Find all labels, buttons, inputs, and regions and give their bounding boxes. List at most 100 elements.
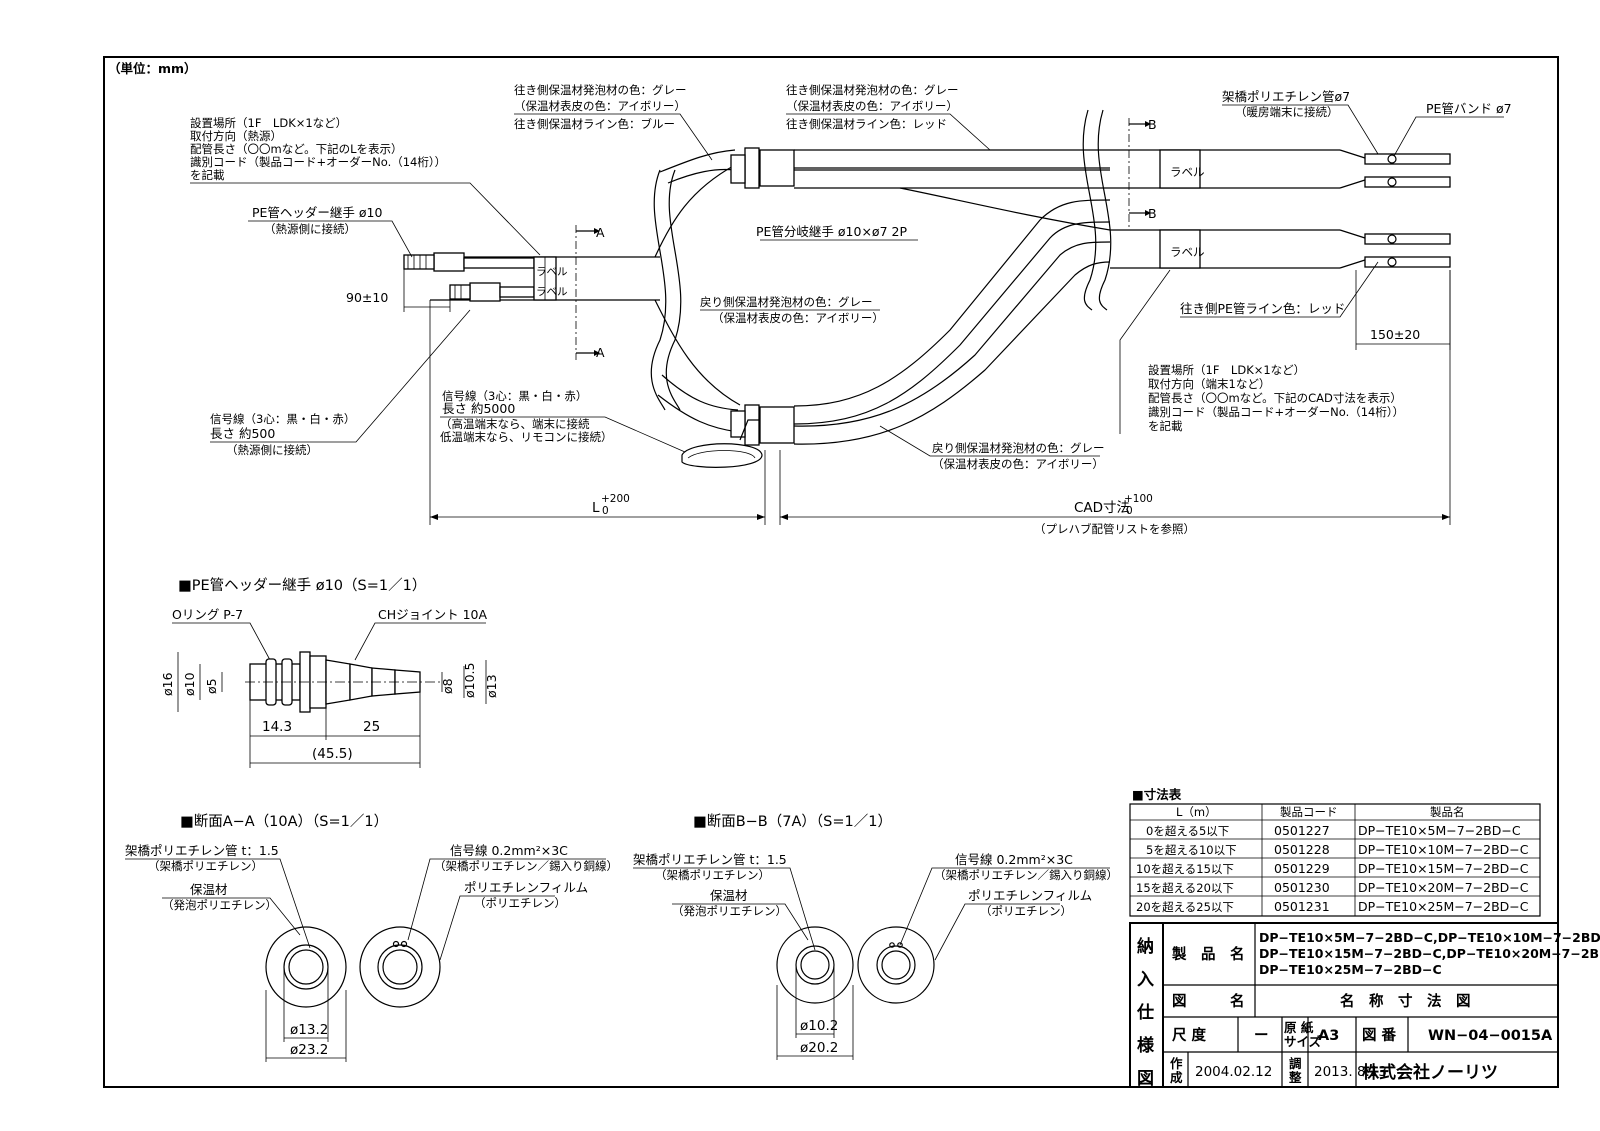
svg-text:A: A xyxy=(596,345,605,360)
svg-text:製品コード: 製品コード xyxy=(1280,805,1338,819)
dim-L: L xyxy=(592,500,600,516)
svg-text:設置場所（1F LDK×1など）: 設置場所（1F LDK×1など） xyxy=(1148,363,1305,377)
svg-text:仕: 仕 xyxy=(1136,1002,1154,1023)
svg-text:PE管バンド ø7: PE管バンド ø7 xyxy=(1426,101,1512,116)
signal-cable-coil xyxy=(681,443,763,468)
table-row: 0を超える5以下 xyxy=(1146,824,1229,838)
svg-text:DP−TE10×10M−7−2BD−C: DP−TE10×10M−7−2BD−C xyxy=(1358,842,1529,857)
label-tag-right-upper xyxy=(1159,149,1201,189)
svg-text:0: 0 xyxy=(1126,505,1133,517)
svg-text:尺 度: 尺 度 xyxy=(1172,1026,1207,1044)
section-aa: ■断面A−A（10A）（S=1／1） 架橋ポリエチレン管 t：1.5 （架橋ポリ… xyxy=(125,813,618,1062)
svg-text:A: A xyxy=(596,225,605,240)
svg-text:ラベル: ラベル xyxy=(1170,165,1205,179)
svg-text:長さ 約5000: 長さ 約5000 xyxy=(442,401,515,416)
svg-text:製 品 名: 製 品 名 xyxy=(1171,945,1245,963)
svg-text:信号線 0.2mm²×3C: 信号線 0.2mm²×3C xyxy=(955,852,1073,867)
svg-text:ø23.2: ø23.2 xyxy=(290,1042,328,1058)
svg-text:ポリエチレンフィルム: ポリエチレンフィルム xyxy=(968,888,1092,903)
svg-text:DP−TE10×15M−7−2BD−C: DP−TE10×15M−7−2BD−C xyxy=(1358,861,1529,876)
dim-cad: CAD寸法 xyxy=(1074,500,1130,516)
product-name-line: DP−TE10×15M−7−2BD−C,DP−TE10×20M−7−2BD−C xyxy=(1259,946,1600,961)
svg-text:0501230: 0501230 xyxy=(1274,880,1330,895)
svg-text:取付方向（端末1など）: 取付方向（端末1など） xyxy=(1148,377,1270,391)
svg-text:ø13.2: ø13.2 xyxy=(290,1022,328,1038)
table-row: 10を超える15以下 xyxy=(1136,862,1234,876)
drawing-name: 名 称 寸 法 図 xyxy=(1340,992,1471,1010)
svg-text:整: 整 xyxy=(1289,1070,1302,1085)
pipe-section-a-right xyxy=(359,926,441,1008)
svg-text:（プレハブ配管リストを参照）: （プレハブ配管リストを参照） xyxy=(1034,522,1195,536)
svg-text:ø16: ø16 xyxy=(160,672,175,696)
svg-text:（暖房端末に接続）: （暖房端末に接続） xyxy=(1235,105,1339,119)
svg-text:ø10.5: ø10.5 xyxy=(462,663,477,698)
svg-text:を記載: を記載 xyxy=(1148,419,1183,433)
svg-text:成: 成 xyxy=(1170,1070,1183,1085)
section-bb: ■断面B−B（7A）（S=1／1） 架橋ポリエチレン管 t：1.5 （架橋ポリエ… xyxy=(633,813,1118,1060)
svg-text:Oリング P-7: Oリング P-7 xyxy=(172,607,243,622)
svg-text:■PE管ヘッダー継手 ø10（S=1／1）: ■PE管ヘッダー継手 ø10（S=1／1） xyxy=(178,577,426,594)
dimension-table: ■寸法表 L（m） 製品コード 製品名 0を超える5以下 0501227 DP−… xyxy=(1129,787,1541,917)
svg-text:図: 図 xyxy=(1137,1069,1154,1089)
svg-text:作: 作 xyxy=(1170,1056,1183,1071)
label-tag-right-lower xyxy=(1159,229,1201,269)
svg-text:長さ 約500: 長さ 約500 xyxy=(210,426,275,441)
svg-text:取付方向（熱源）: 取付方向（熱源） xyxy=(190,129,282,143)
svg-text:原 紙: 原 紙 xyxy=(1284,1020,1314,1035)
svg-text:PE管分岐継手 ø10×ø7 2P: PE管分岐継手 ø10×ø7 2P xyxy=(756,224,907,239)
svg-text:DP−TE10×25M−7−2BD−C: DP−TE10×25M−7−2BD−C xyxy=(1358,899,1529,914)
table-row: 15を超える20以下 xyxy=(1136,881,1234,895)
svg-text:（架橋ポリエチレン／錫入り銅線）: （架橋ポリエチレン／錫入り銅線） xyxy=(434,859,618,873)
drawing-border xyxy=(103,56,1559,1088)
svg-text:■断面A−A（10A）（S=1／1）: ■断面A−A（10A）（S=1／1） xyxy=(180,813,388,830)
svg-text:戻り側保温材発泡材の色：グレー: 戻り側保温材発泡材の色：グレー xyxy=(932,441,1105,455)
svg-text:+100: +100 xyxy=(1124,493,1153,505)
svg-text:ラベル: ラベル xyxy=(536,266,568,278)
svg-text:B: B xyxy=(1148,117,1157,132)
svg-text:（発泡ポリエチレン）: （発泡ポリエチレン） xyxy=(672,904,787,918)
svg-text:0501228: 0501228 xyxy=(1274,842,1330,857)
svg-text:ラベル: ラベル xyxy=(1170,245,1205,259)
svg-text:（ポリエチレン）: （ポリエチレン） xyxy=(980,904,1072,918)
svg-text:設置場所（1F LDK×1など）: 設置場所（1F LDK×1など） xyxy=(190,116,347,130)
svg-text:往き側PE管ライン色：レッド: 往き側PE管ライン色：レッド xyxy=(1180,301,1345,316)
branch-joint-upper xyxy=(759,149,795,187)
drawing-number: WN−04−0015A xyxy=(1428,1028,1553,1044)
svg-text:ø10.2: ø10.2 xyxy=(800,1018,838,1034)
pipe-section-b-right xyxy=(857,926,935,1004)
svg-text:信号線 0.2mm²×3C: 信号線 0.2mm²×3C xyxy=(450,843,568,858)
svg-text:往き側保温材ライン色：レッド: 往き側保温材ライン色：レッド xyxy=(786,117,947,131)
svg-text:ø13: ø13 xyxy=(484,674,499,698)
break-line-left xyxy=(650,169,667,411)
svg-text:調: 調 xyxy=(1289,1056,1302,1071)
svg-text:図 名: 図 名 xyxy=(1172,992,1245,1010)
svg-text:（保温材表皮の色：アイボリー）: （保温材表皮の色：アイボリー） xyxy=(786,99,958,113)
branch-joint-lower xyxy=(759,406,795,444)
svg-text:往き側保温材ライン色：ブルー: 往き側保温材ライン色：ブルー xyxy=(514,117,675,131)
svg-text:0501229: 0501229 xyxy=(1274,861,1330,876)
svg-text:サイズ: サイズ xyxy=(1284,1034,1322,1049)
svg-text:を記載: を記載 xyxy=(190,168,225,182)
svg-text:CHジョイント 10A: CHジョイント 10A xyxy=(378,607,488,622)
company-logo: 株式会社ノーリツ xyxy=(1362,1062,1498,1083)
svg-text:（高温端末なら、端末に接続: （高温端末なら、端末に接続 xyxy=(440,417,590,431)
svg-text:14.3: 14.3 xyxy=(262,719,292,735)
svg-text:B: B xyxy=(1148,206,1157,221)
svg-text:製品名: 製品名 xyxy=(1430,805,1465,819)
svg-text:ø8: ø8 xyxy=(440,678,455,694)
svg-text:0501227: 0501227 xyxy=(1274,823,1330,838)
pipe-section-b-left xyxy=(776,926,854,1004)
svg-text:（架橋ポリエチレン）: （架橋ポリエチレン） xyxy=(148,859,263,873)
svg-text:配管長さ（〇〇mなど。下記のCAD寸法を表示）: 配管長さ（〇〇mなど。下記のCAD寸法を表示） xyxy=(1148,391,1402,405)
svg-text:■断面B−B（7A）（S=1／1）: ■断面B−B（7A）（S=1／1） xyxy=(693,813,892,830)
svg-text:信号線（3心：黒・白・赤）: 信号線（3心：黒・白・赤） xyxy=(210,412,355,426)
svg-text:ø20.2: ø20.2 xyxy=(800,1040,838,1056)
svg-text:入: 入 xyxy=(1137,970,1154,990)
svg-text:様: 様 xyxy=(1137,1035,1155,1056)
svg-text:戻り側保温材発泡材の色：グレー: 戻り側保温材発泡材の色：グレー xyxy=(700,295,873,309)
svg-text:（架橋ポリエチレン／錫入り銅線）: （架橋ポリエチレン／錫入り銅線） xyxy=(934,868,1118,882)
table-row: 5を超える10以下 xyxy=(1146,843,1237,857)
svg-text:納: 納 xyxy=(1137,936,1154,957)
svg-text:DP−TE10×20M−7−2BD−C: DP−TE10×20M−7−2BD−C xyxy=(1358,880,1529,895)
main-view: ラベル ラベル A A B B xyxy=(190,83,1512,536)
